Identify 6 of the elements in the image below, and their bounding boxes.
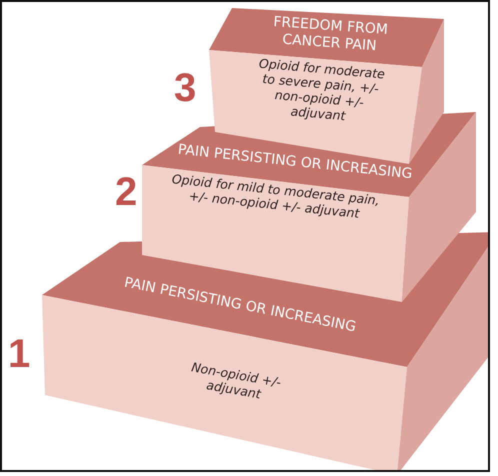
step-number: 2 xyxy=(115,172,138,212)
step-text: Opioid for moderate to severe pain, +/- non-opioid +/- adjuvant xyxy=(257,55,387,126)
step-number: 1 xyxy=(8,334,30,374)
step-text: Non-opioid +/- adjuvant xyxy=(189,358,284,404)
step-heading: FREEDOM FROM CANCER PAIN xyxy=(272,13,390,56)
step-number: 3 xyxy=(174,68,196,108)
